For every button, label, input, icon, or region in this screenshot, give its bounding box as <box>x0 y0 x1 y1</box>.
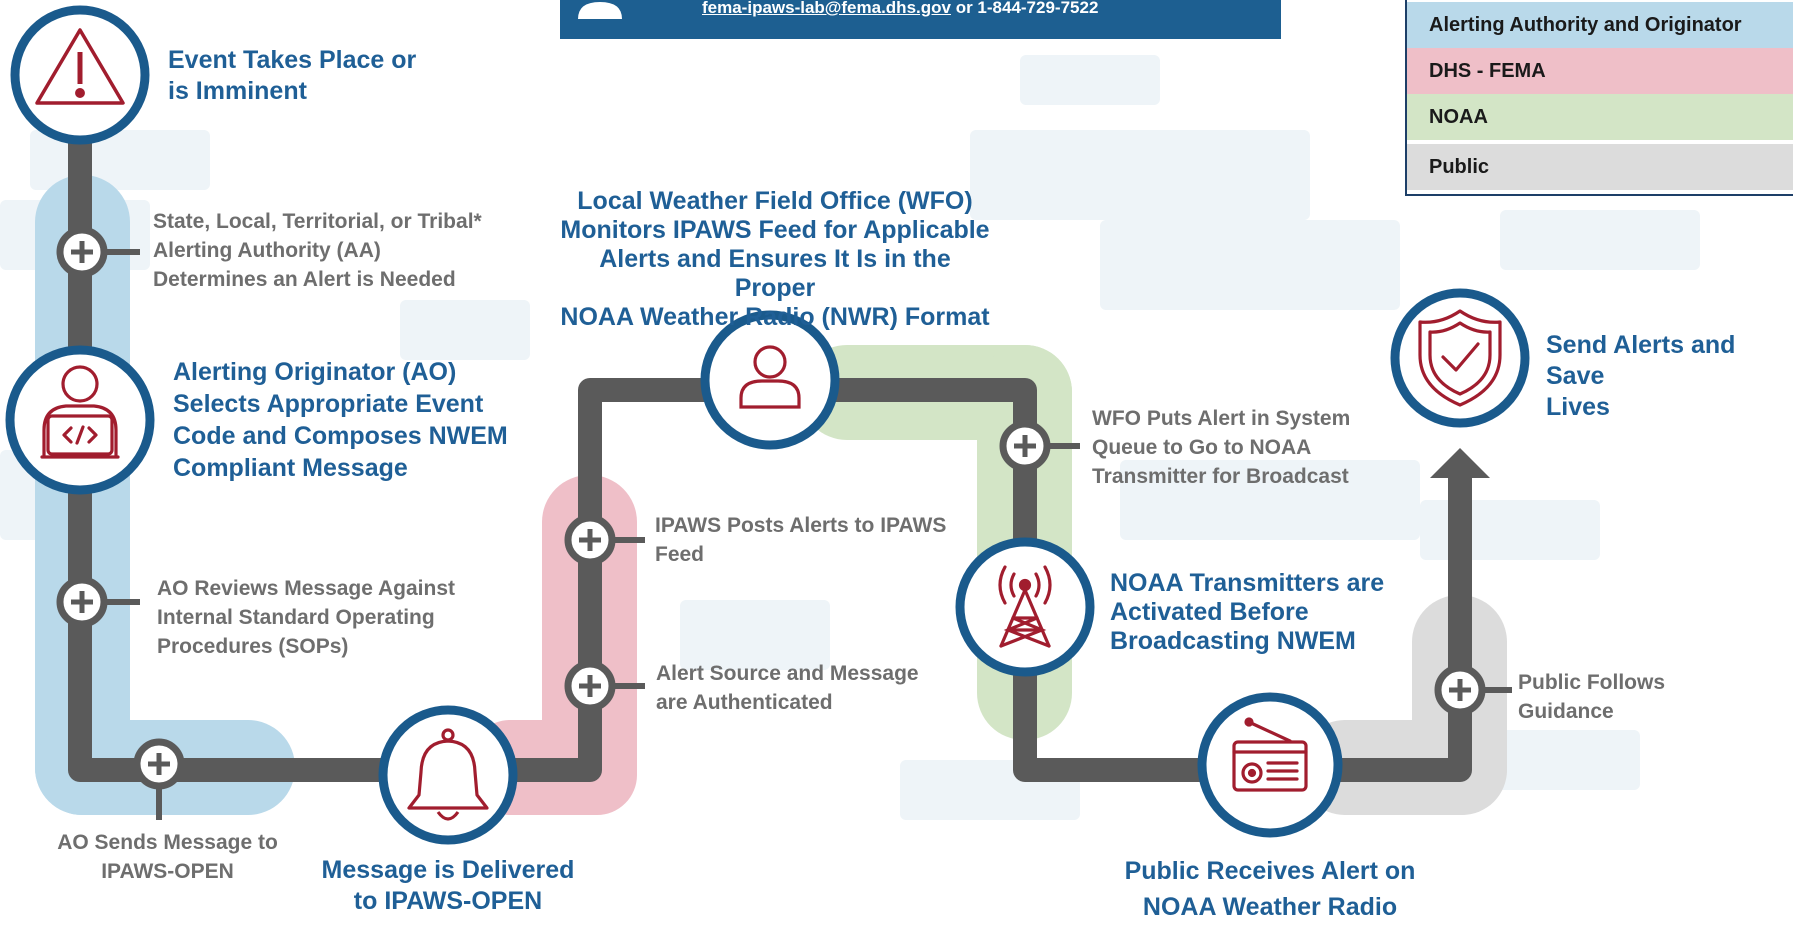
contact-text: fema-ipaws-lab@fema.dhs.gov or 1-844-729… <box>702 0 1098 18</box>
contact-email-link[interactable]: fema-ipaws-lab@fema.dhs.gov <box>702 0 951 17</box>
step-review: AO Reviews Message Against Internal Stan… <box>157 574 455 661</box>
step-line: Determines an Alert is Needed <box>153 268 456 291</box>
step-node-aa[interactable] <box>56 226 140 278</box>
heading-line: Monitors IPAWS Feed for Applicable <box>560 216 990 244</box>
heading-event: Event Takes Place or is Imminent <box>168 45 416 107</box>
heading-line: Send Alerts and Save <box>1546 331 1736 390</box>
step-line: Procedures (SOPs) <box>157 635 349 658</box>
milestone-event[interactable] <box>10 5 150 145</box>
shield-check-icon <box>1418 309 1502 407</box>
heading-save-lives: Send Alerts and Save Lives <box>1546 330 1793 423</box>
step-send: AO Sends Message to IPAWS-OPEN <box>40 828 295 886</box>
milestone-transmitters[interactable] <box>955 537 1095 677</box>
step-node-follows[interactable] <box>1434 664 1512 716</box>
heading-originator: Alerting Originator (AO) Selects Appropr… <box>173 356 508 484</box>
contact-phone: or 1-844-729-7522 <box>950 0 1099 17</box>
step-line: are Authenticated <box>656 691 833 714</box>
legend-label: Alerting Authority and Originator <box>1429 14 1742 36</box>
step-line: Public Follows <box>1518 671 1666 694</box>
milestone-delivered[interactable] <box>378 705 518 845</box>
step-queue: WFO Puts Alert in System Queue to Go to … <box>1092 404 1350 491</box>
step-line: AO Sends Message to <box>57 831 278 854</box>
step-line: IPAWS-OPEN <box>101 860 234 883</box>
step-line: IPAWS Posts Alerts to IPAWS <box>655 514 947 537</box>
heading-line: NOAA Weather Radio <box>1142 893 1398 921</box>
step-line: Internal Standard Operating <box>157 606 435 629</box>
heading-wfo: Local Weather Field Office (WFO) Monitor… <box>560 187 990 332</box>
flow-arrowhead <box>1430 448 1490 478</box>
heading-line: Event Takes Place or <box>168 46 417 74</box>
step-node-queue[interactable] <box>999 420 1080 472</box>
heading-line: Lives <box>1546 393 1610 421</box>
person-laptop-icon <box>40 365 120 459</box>
step-line: Transmitter for Broadcast <box>1092 465 1349 488</box>
heading-line: Compliant Message <box>173 454 408 482</box>
step-line: AO Reviews Message Against <box>157 577 455 600</box>
step-follows: Public Follows Guidance <box>1518 668 1665 726</box>
step-line: Queue to Go to NOAA <box>1092 436 1312 459</box>
step-node-send[interactable] <box>133 738 185 820</box>
radio-icon <box>1232 717 1308 792</box>
step-line: Alert Source and Message <box>656 662 919 685</box>
person-icon <box>739 345 801 409</box>
legend: Alerting Authority and Originator DHS - … <box>1405 0 1793 196</box>
heading-line: Code and Composes NWEM <box>173 422 508 450</box>
heading-line: is Imminent <box>168 77 307 105</box>
heading-line: NOAA Transmitters are <box>1110 569 1385 597</box>
warning-triangle-icon <box>35 28 125 105</box>
step-line: State, Local, Territorial, or Tribal* <box>153 210 482 233</box>
heading-line: NOAA Weather Radio (NWR) Format <box>560 303 990 331</box>
milestone-public-receives[interactable] <box>1197 692 1343 838</box>
bell-icon <box>407 728 489 821</box>
heading-line: Activated Before <box>1110 598 1309 626</box>
step-node-posts[interactable] <box>564 514 645 566</box>
heading-line: to IPAWS-OPEN <box>353 887 543 915</box>
heading-delivered: Message is Delivered to IPAWS-OPEN <box>318 855 578 917</box>
legend-label: Public <box>1429 156 1490 178</box>
step-node-review[interactable] <box>56 576 140 628</box>
milestone-save-lives[interactable] <box>1390 288 1530 428</box>
legend-item-noaa: NOAA <box>1407 94 1793 140</box>
heading-transmitters: NOAA Transmitters are Activated Before B… <box>1110 569 1384 656</box>
milestone-wfo[interactable] <box>700 310 840 450</box>
contact-bar: fema-ipaws-lab@fema.dhs.gov or 1-844-729… <box>560 0 1281 39</box>
heading-line: Selects Appropriate Event <box>173 390 484 418</box>
legend-item-public: Public <box>1407 144 1793 190</box>
step-auth: Alert Source and Message are Authenticat… <box>656 659 919 717</box>
milestone-originator[interactable] <box>5 345 155 495</box>
legend-label: NOAA <box>1429 106 1488 128</box>
heading-line: Alerting Originator (AO) <box>173 358 457 386</box>
heading-public-receives: Public Receives Alert on NOAA Weather Ra… <box>1110 853 1430 925</box>
heading-line: Alerts and Ensures It Is in the Proper <box>599 245 951 302</box>
legend-item-alerting: Alerting Authority and Originator <box>1407 2 1793 48</box>
step-line: Guidance <box>1518 700 1614 723</box>
step-posts: IPAWS Posts Alerts to IPAWS Feed <box>655 511 946 569</box>
heading-line: Broadcasting NWEM <box>1110 627 1356 655</box>
step-line: WFO Puts Alert in System <box>1092 407 1351 430</box>
step-line: Feed <box>655 543 705 566</box>
step-aa: State, Local, Territorial, or Tribal* Al… <box>153 207 482 294</box>
step-node-auth[interactable] <box>564 660 645 712</box>
heading-line: Public Receives Alert on <box>1124 857 1416 885</box>
step-line: Alerting Authority (AA) <box>153 239 381 262</box>
legend-label: DHS - FEMA <box>1429 60 1546 82</box>
user-silhouette-icon <box>578 2 622 19</box>
radio-tower-icon <box>998 565 1052 648</box>
heading-line: Local Weather Field Office (WFO) <box>577 187 973 215</box>
legend-item-fema: DHS - FEMA <box>1407 48 1793 94</box>
heading-line: Message is Delivered <box>321 856 575 884</box>
